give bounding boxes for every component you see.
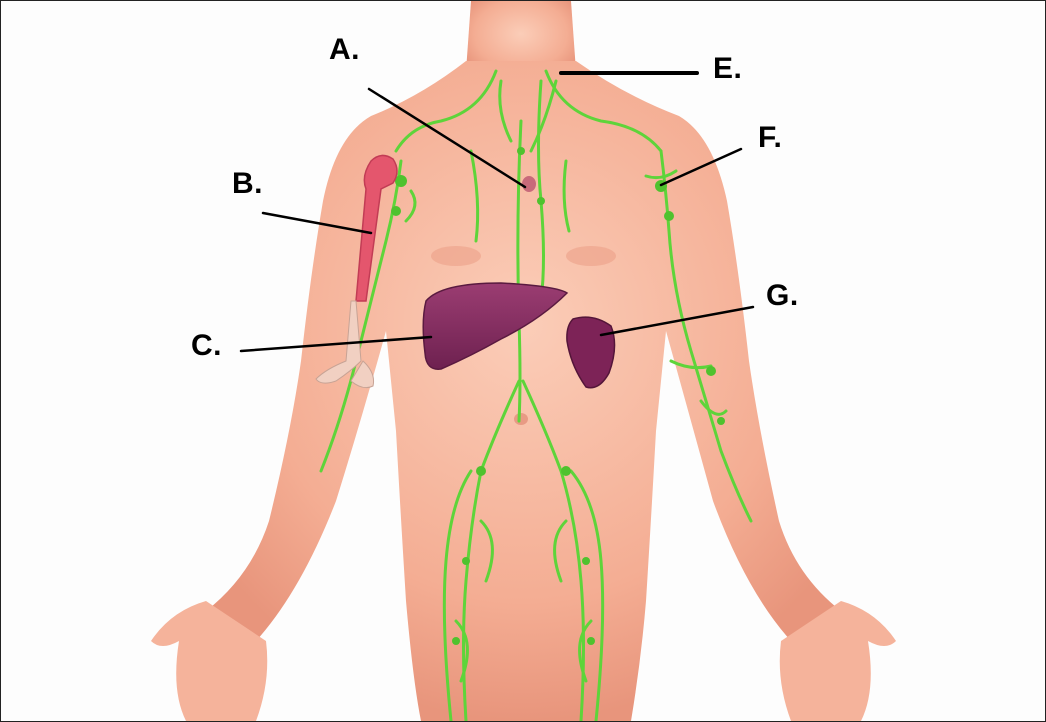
thymus-organ	[522, 176, 536, 192]
label-a: A.	[329, 35, 360, 65]
label-g: G.	[766, 281, 799, 311]
body-silhouette	[151, 1, 896, 721]
label-f: F.	[758, 123, 782, 153]
label-c: C.	[191, 331, 222, 361]
label-b: B.	[232, 169, 263, 199]
label-e: E.	[713, 54, 742, 84]
